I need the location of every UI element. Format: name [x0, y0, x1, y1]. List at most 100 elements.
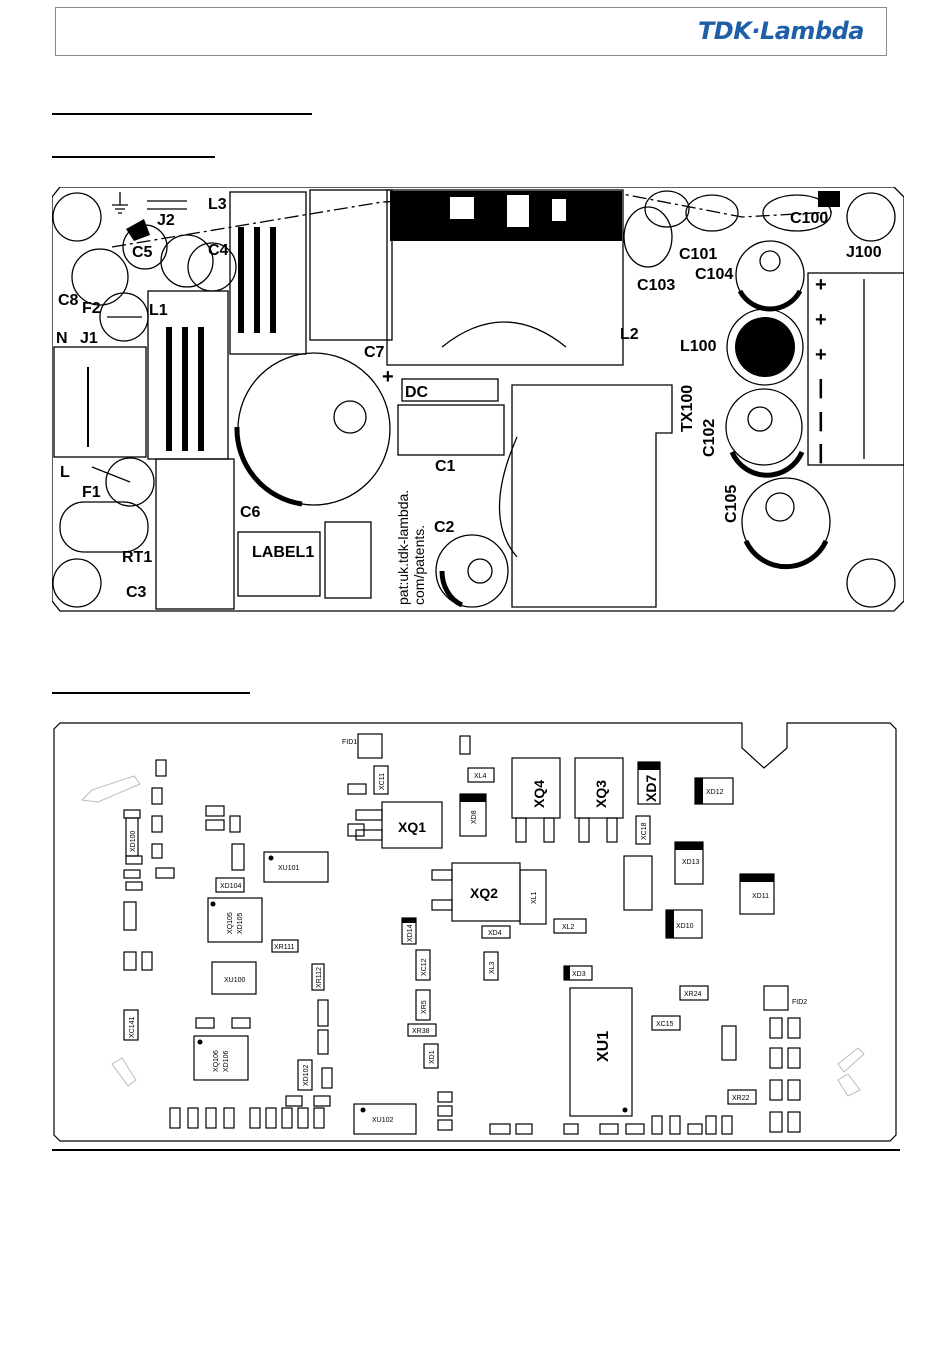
label-xd105: XD105	[237, 912, 244, 934]
capacitor-c4-outline	[160, 234, 214, 288]
label-xu100: XU100	[224, 977, 246, 984]
label-xl3: XL3	[489, 961, 496, 974]
label-n: N	[56, 330, 68, 347]
label-c4: C4	[208, 242, 229, 259]
label-l: L	[60, 464, 70, 481]
ground-icon	[112, 192, 128, 214]
minus-sign: |	[818, 377, 824, 399]
transistor-xq4	[511, 757, 561, 819]
label-xu1: XU1	[595, 1031, 612, 1062]
label-c104: C104	[695, 266, 733, 283]
dc-box	[401, 378, 499, 402]
ic-xq105	[207, 897, 263, 943]
bottom-side-pcb-diagram: XQ1 XQ2 XQ4 XQ3 XD7 XU1 FID1 FID2 XD12 X…	[53, 722, 897, 1142]
board-outline	[52, 187, 904, 612]
resistor-xr38	[407, 1023, 437, 1037]
connector-j100	[807, 272, 904, 466]
capacitor-xc141	[123, 1009, 139, 1041]
label-f1: F1	[82, 484, 101, 501]
inductor-xl3	[483, 951, 499, 981]
label-c3: C3	[126, 584, 147, 601]
label-c8: C8	[58, 292, 79, 309]
fuse-f1-outline	[105, 457, 155, 507]
header-box: TDK·Lambda	[55, 7, 887, 56]
label-xr5: XR5	[421, 1000, 428, 1014]
diode-xd104	[215, 877, 245, 893]
inductor-xl4	[467, 767, 495, 783]
label-xd7: XD7	[643, 775, 659, 802]
patent-line-1: pat:uk.tdk-lambda.	[395, 490, 411, 605]
label-tx100: TX100	[679, 385, 696, 432]
label-xd1: XD1	[429, 1050, 436, 1064]
label-xl1: XL1	[531, 891, 538, 904]
section-title-underline	[52, 113, 312, 115]
board-outline	[53, 722, 897, 1142]
label-xq106: XQ106	[213, 1050, 220, 1072]
fiducial-fid2	[763, 985, 789, 1011]
label-xd13: XD13	[682, 859, 700, 866]
label-xc15: XC15	[656, 1021, 674, 1028]
label-xd104: XD104	[220, 883, 242, 890]
top-side-pcb-diagram: J2 L3 C5 C4 C8 F2 L1 N J1 L F1 RT1 C3 C6…	[52, 187, 904, 612]
minus-sign: |	[818, 410, 824, 432]
capacitor-c2-outline	[435, 534, 509, 608]
label-xl4: XL4	[474, 773, 487, 780]
l2-core-fill	[390, 191, 622, 241]
capacitor-c8-outline	[71, 248, 129, 306]
fiducial-fid1	[357, 733, 383, 759]
label-xl2: XL2	[562, 924, 575, 931]
label-xq4: XQ4	[531, 780, 547, 808]
tdk-lambda-logo: TDK·Lambda	[697, 17, 865, 45]
bottom-view-title-underline	[52, 692, 250, 694]
label-j2: J2	[157, 212, 175, 229]
mounting-hole	[52, 558, 102, 608]
label-xr112: XR112	[316, 967, 323, 988]
label-xq1: XQ1	[398, 819, 426, 835]
label-xc11: XC11	[379, 773, 386, 790]
minus-sign: |	[818, 442, 824, 464]
resistor-xr22	[727, 1089, 757, 1105]
ic-xu101	[263, 851, 329, 883]
label-xu102: XU102	[372, 1117, 394, 1124]
label-xq105: XQ105	[227, 912, 234, 934]
inductor-xl2	[553, 918, 587, 934]
label-c7: C7	[364, 344, 385, 361]
label-xu101: XU101	[278, 865, 300, 872]
label-xr22: XR22	[732, 1095, 750, 1102]
label-c101: C101	[679, 246, 717, 263]
diode-xd4	[481, 925, 511, 939]
mounting-hole	[846, 558, 896, 608]
label-xd3: XD3	[572, 971, 586, 978]
capacitor-c100-outline	[762, 194, 832, 232]
label-c6: C6	[240, 504, 261, 521]
capacitor-c103-outline	[623, 206, 673, 268]
label-c100: C100	[790, 210, 828, 227]
label1-box	[237, 531, 321, 597]
label-l100: L100	[680, 338, 717, 355]
label-xd11: XD11	[752, 893, 769, 900]
mounting-hole	[52, 192, 102, 242]
label-xd14: XD14	[407, 924, 414, 942]
transistor-xq1	[381, 801, 443, 849]
inductor-l2	[386, 189, 624, 366]
capacitor-c102-outline	[725, 388, 803, 466]
label-f2: F2	[82, 300, 101, 317]
label-xd106: XD106	[223, 1050, 230, 1072]
ic-xu1	[569, 987, 633, 1117]
label-xd8: XD8	[471, 810, 478, 824]
label-c5: C5	[132, 244, 153, 261]
label-rt1: RT1	[122, 549, 152, 566]
resistor-xr24	[679, 985, 709, 1001]
label-l3: L3	[208, 196, 227, 213]
capacitor-c101-outline	[644, 190, 690, 228]
plus-sign: +	[815, 309, 827, 331]
label-j100: J100	[846, 244, 882, 261]
l100-core-fill	[735, 317, 795, 377]
resistor-xr111	[271, 939, 299, 953]
label-fid2: FID2	[792, 999, 807, 1006]
label-c105: C105	[723, 485, 740, 523]
label-xc141: XC141	[129, 1016, 136, 1038]
page-bottom-rule	[52, 1149, 900, 1151]
resistor-xr5	[415, 989, 431, 1021]
ic-xq106	[193, 1035, 249, 1081]
